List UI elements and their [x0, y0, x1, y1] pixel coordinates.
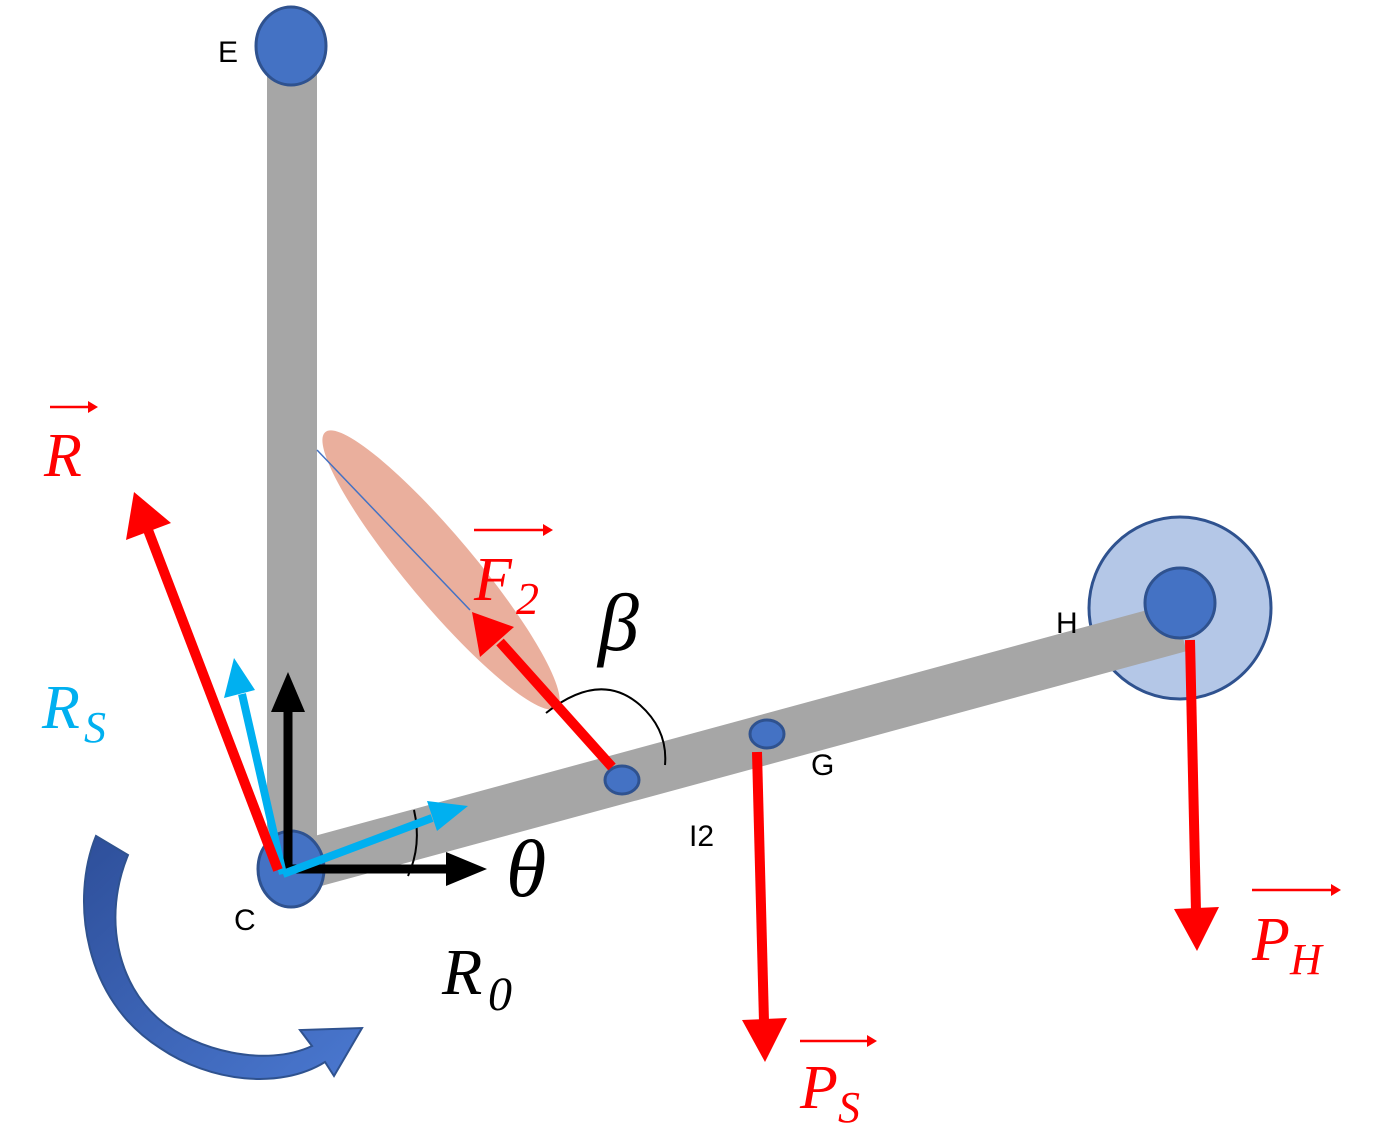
joint-g — [748, 718, 786, 750]
svg-text:F: F — [473, 546, 513, 614]
svg-text:P: P — [799, 1054, 838, 1122]
joint-i2 — [603, 764, 641, 796]
joint-h — [1143, 566, 1217, 640]
muscle — [316, 430, 560, 710]
label-c: C — [234, 904, 256, 937]
force-vector-f2 — [472, 612, 616, 771]
force-vector-ph — [1174, 639, 1219, 951]
rs-component-vectors — [224, 658, 468, 878]
svg-text:R: R — [43, 422, 82, 490]
joint-e — [254, 5, 328, 87]
force-vector-ps — [742, 751, 787, 1062]
label-g: G — [811, 749, 834, 782]
vector-label-r: R — [43, 401, 98, 490]
vector-label-rs: R S — [41, 674, 106, 752]
angle-label-beta: β — [596, 577, 639, 668]
rotation-arrow — [82, 834, 364, 1080]
svg-text:R: R — [41, 674, 80, 742]
svg-text:0: 0 — [488, 968, 512, 1021]
vector-label-ph: P H — [1251, 884, 1341, 984]
svg-text:R: R — [441, 936, 482, 1009]
svg-text:2: 2 — [516, 573, 539, 624]
frame-axes — [271, 672, 487, 886]
svg-text:S: S — [838, 1083, 860, 1132]
label-i2: I2 — [689, 820, 714, 853]
vector-label-ps: P S — [799, 1035, 877, 1132]
angle-label-theta: θ — [506, 823, 546, 914]
vector-label-f2: F 2 — [473, 524, 553, 624]
forearm-segment — [285, 602, 1187, 893]
svg-text:H: H — [1289, 935, 1324, 984]
label-h: H — [1056, 607, 1078, 640]
beta-angle-arc — [545, 688, 667, 766]
force-vector-r — [126, 492, 283, 872]
label-e: E — [218, 36, 238, 69]
svg-text:S: S — [84, 703, 106, 752]
svg-text:P: P — [1251, 906, 1290, 974]
frame-label-r0: R 0 — [441, 936, 512, 1021]
